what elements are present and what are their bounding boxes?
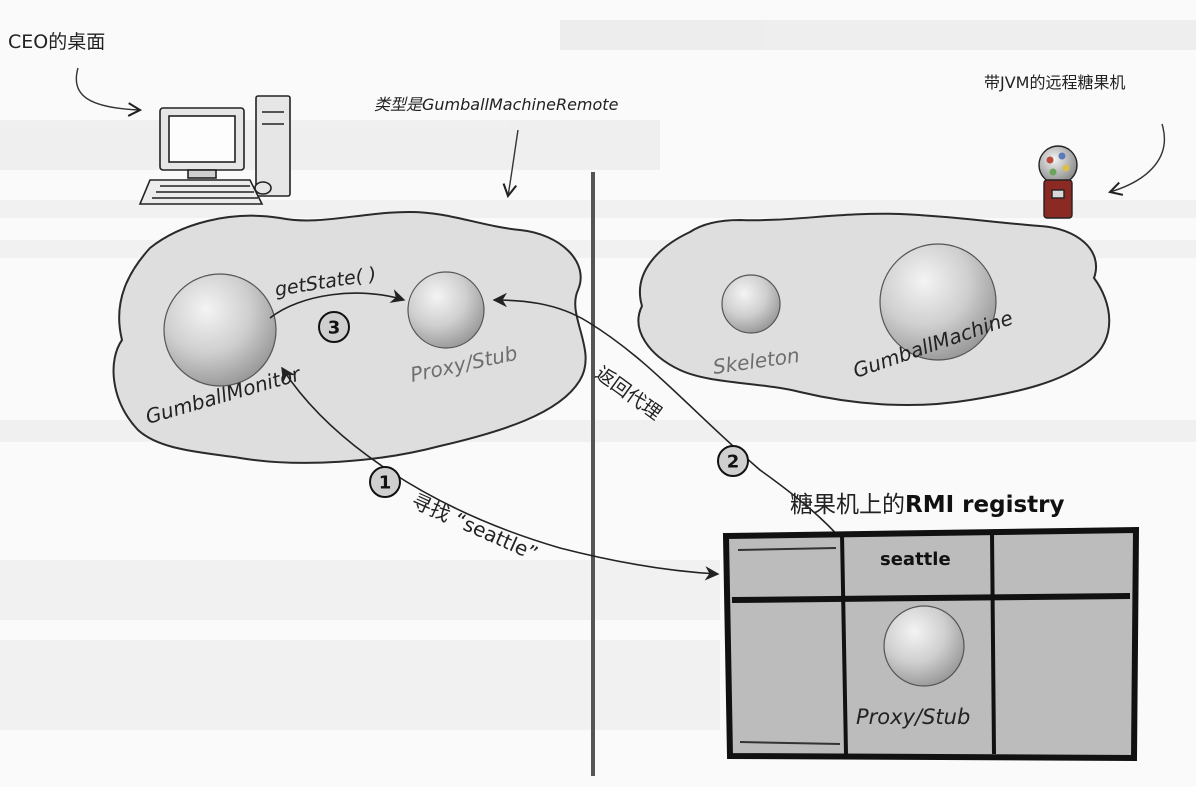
registry-title-prefix: 糖果机上的 xyxy=(790,492,905,518)
client-proxy-sphere xyxy=(407,271,485,349)
skeleton-sphere xyxy=(721,274,781,334)
server-jvm-blob xyxy=(637,212,1111,407)
registry-title: 糖果机上的RMI registry xyxy=(790,492,1064,518)
remote-machine-arrow xyxy=(1107,123,1166,196)
registry-title-bold: RMI registry xyxy=(905,492,1064,518)
step-badge-2: 2 xyxy=(717,445,749,477)
gumball-monitor-sphere xyxy=(163,273,277,387)
lookup-arrow xyxy=(281,366,720,581)
type-note-label: 类型是GumballMachineRemote xyxy=(374,95,619,114)
ceo-desktop-arrow xyxy=(75,67,143,117)
step-badge-1: 1 xyxy=(369,466,401,498)
step-number-1: 1 xyxy=(379,473,392,494)
step-number-2: 2 xyxy=(727,452,740,473)
ceo-desktop-label: CEO的桌面 xyxy=(8,31,105,53)
registry-entry-key: seattle xyxy=(880,549,951,570)
gumball-machine-icon xyxy=(1038,145,1078,219)
getstate-call-arrow xyxy=(269,289,406,319)
step-number-3: 3 xyxy=(328,318,341,339)
step-badge-3: 3 xyxy=(318,311,350,343)
computer-icon xyxy=(138,95,291,205)
registry-entry-value: Proxy/Stub xyxy=(856,705,970,729)
remote-machine-label: 带JVM的远程糖果机 xyxy=(984,73,1125,92)
gumball-machine-sphere xyxy=(879,243,997,361)
registry-proxy-sphere xyxy=(883,605,965,687)
type-note-arrow xyxy=(502,129,519,199)
lookup-step-label: 寻找 “seattle” xyxy=(408,489,542,566)
background-page xyxy=(0,20,1196,730)
